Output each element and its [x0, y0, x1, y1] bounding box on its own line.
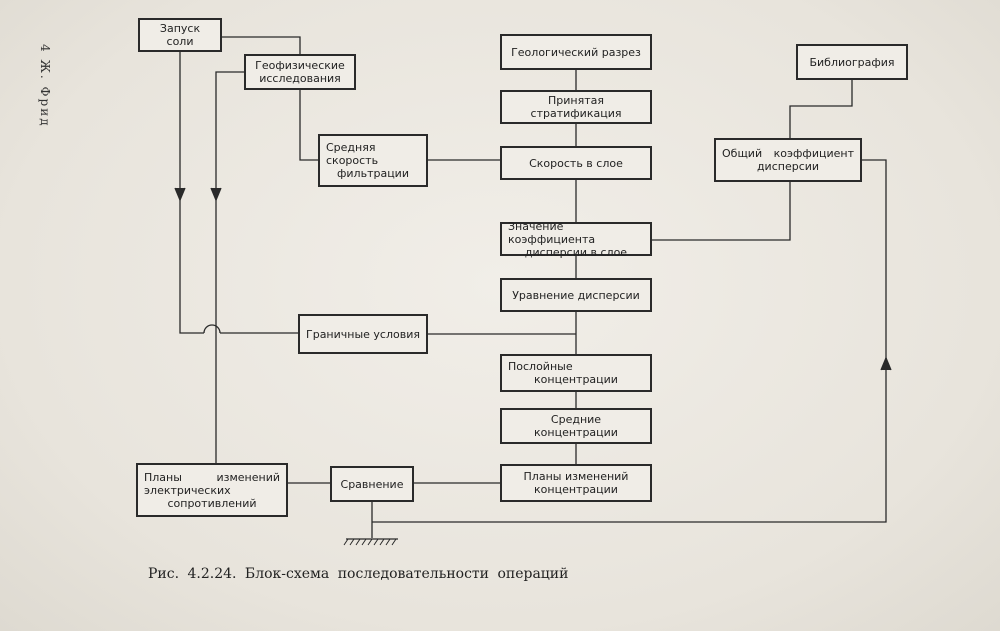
- block-geofizicheskie: Геофизические исследования: [244, 54, 356, 90]
- block-srednyaya-skorost: Средняя скорость фильтрации: [318, 134, 428, 187]
- block-plany-konc: Планы изменений концентрации: [500, 464, 652, 502]
- line-geofiz-srednyaya: [299, 90, 320, 161]
- figure-caption: Рис. 4.2.24. Блок-схема последовательнос…: [148, 566, 569, 582]
- line-biblio-obshchiy: [789, 80, 853, 138]
- block-obshchiy-koeff: Общий коэффициент дисперсии: [714, 138, 862, 182]
- block-skorost-v-sloe: Скорость в слое: [500, 146, 652, 180]
- ground-hatch: [343, 538, 397, 546]
- arrowhead-center: [210, 187, 222, 202]
- line-zapusk-right: [222, 36, 301, 54]
- line-feedback: [371, 358, 887, 538]
- block-sravnenie: Сравнение: [330, 466, 414, 502]
- block-srednie-konc: Средние концентрации: [500, 408, 652, 444]
- line-feedback-right: [862, 159, 887, 360]
- line-geofiz-left: [215, 71, 246, 478]
- block-bibliografia: Библиография: [796, 44, 908, 80]
- block-granichnye: Граничные условия: [298, 314, 428, 354]
- line-bypass-hop: [203, 324, 221, 334]
- line-znachenie-obshchiy: [652, 182, 791, 241]
- block-stratifikatsiya: Принятая стратификация: [500, 90, 652, 124]
- line-zapusk-down: [179, 52, 204, 334]
- block-uravnenie: Уравнение дисперсии: [500, 278, 652, 312]
- block-zapusk-soli: Запуск соли: [138, 18, 222, 52]
- arrowhead-up: [880, 356, 892, 371]
- block-plany-elektr: Планы изменений электрических сопротивле…: [136, 463, 288, 517]
- block-posloinye: Послойные концентрации: [500, 354, 652, 392]
- arrowhead-left: [174, 187, 186, 202]
- block-znachenie: Значение коэффициента дисперсии в слое: [500, 220, 652, 259]
- running-header: 4 Ж. Фрид: [38, 44, 52, 128]
- block-geol-razrez: Геологический разрез: [500, 34, 652, 70]
